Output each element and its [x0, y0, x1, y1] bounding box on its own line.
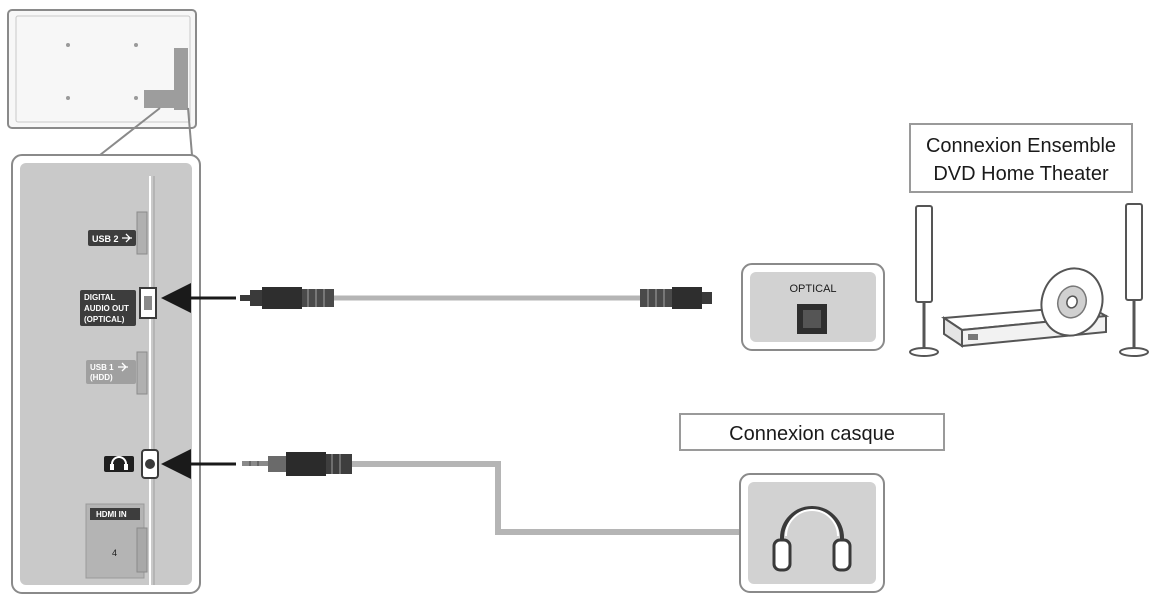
hdmi-number: 4 [112, 548, 117, 558]
usb-icon [122, 233, 132, 243]
speaker-icon [1119, 203, 1149, 357]
digital-audio-label-2: AUDIO OUT [84, 304, 129, 313]
headphone-icon [772, 506, 852, 572]
tv-back-thumbnail [7, 9, 197, 129]
headphones-title-box: Connexion casque [679, 413, 945, 451]
usb1-label-2: (HDD) [90, 373, 113, 382]
headphone-cable [242, 452, 740, 535]
zoom-line [187, 107, 193, 156]
home-theater-illustration [909, 203, 1149, 357]
digital-audio-out-port: DIGITAL AUDIO OUT (OPTICAL) [80, 287, 157, 326]
headphone-port [104, 449, 159, 479]
usb1-port: USB 1 (HDD) [86, 351, 148, 395]
speaker-icon [909, 205, 939, 357]
headphones-box [739, 473, 885, 593]
digital-audio-label-1: DIGITAL [84, 293, 116, 302]
disc-icon [1040, 267, 1104, 337]
hdmi-label: HDMI IN [96, 510, 127, 519]
hdmi-in-port: HDMI IN 4 [85, 503, 148, 579]
usb-icon [118, 362, 128, 372]
optical-port-icon [144, 296, 152, 310]
usb2-port: USB 2 [88, 211, 148, 255]
headphone-icon [111, 456, 127, 468]
digital-audio-label-3: (OPTICAL) [84, 315, 125, 324]
device-optical-box: OPTICAL [741, 263, 885, 351]
optical-port-label: OPTICAL [789, 283, 836, 295]
usb2-label: USB 2 [92, 234, 119, 244]
headphones-title: Connexion casque [729, 423, 895, 445]
optical-port-icon [803, 310, 821, 328]
home-theater-title-line1: Connexion Ensemble [926, 135, 1116, 157]
usb1-label-1: USB 1 [90, 363, 114, 372]
home-theater-title-box: Connexion Ensemble DVD Home Theater [909, 123, 1133, 193]
optical-cable [240, 287, 712, 309]
home-theater-title-line2: DVD Home Theater [933, 163, 1109, 185]
zoom-line [99, 107, 161, 156]
